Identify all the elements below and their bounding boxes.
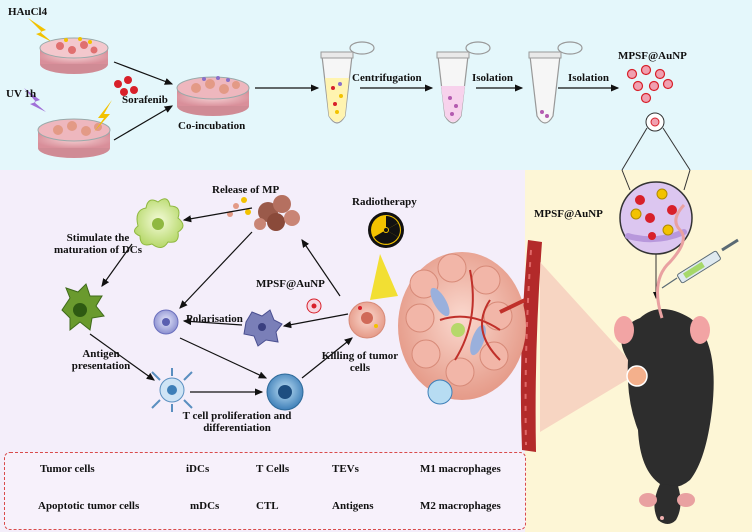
legend-mdc-label: mDCs (190, 500, 220, 512)
tcell-proliferation-label: T cell proliferation and differentiation (182, 410, 292, 434)
haucl4-lightning-icon (28, 18, 52, 42)
killing-label: Killing of tumor cells (321, 350, 399, 374)
mouse-illustration (614, 203, 714, 524)
tube-isolation-2 (528, 41, 583, 124)
synthesis-panel (0, 0, 752, 171)
mpsf-aunp-right-label: MPSF@AuNP (534, 208, 603, 220)
legend-antigen-label: Antigens (332, 500, 374, 512)
radiotherapy-label: Radiotherapy (352, 196, 417, 208)
petri-dish-coincubation (176, 76, 250, 116)
m2-macrophage-cell (243, 309, 283, 347)
mdc-cell (61, 283, 105, 332)
legend-tev-label: TEVs (332, 463, 359, 475)
uv-lightning-icon (24, 88, 46, 112)
legend-idc-label: iDCs (186, 463, 210, 475)
legend-box (4, 452, 526, 530)
sorafenib-lightning-icon (94, 100, 112, 132)
coincubation-label: Co-incubation (178, 120, 246, 132)
antigen-presentation-label: Antigen presentation (71, 348, 131, 372)
apoptotic-tumor-cell-release (227, 195, 300, 231)
haucl4-label: HAuCl4 (8, 6, 48, 18)
uv-label: UV 1h (6, 88, 37, 100)
mpsf-aunp-small-icon (306, 298, 322, 314)
legend-apoptotic-label: Apoptotic tumor cells (38, 500, 140, 512)
tube-centrifugation (320, 41, 375, 124)
legend-tcell-label: T Cells (256, 463, 290, 475)
mpsf-aunp-zoom-source (621, 112, 691, 171)
release-mp-label: Release of MP (212, 184, 280, 196)
mpsf-aunp-particles-icon (626, 64, 674, 104)
sorafenib-label: Sorafenib (122, 94, 168, 106)
petri-dish-uv (37, 118, 111, 158)
tumor-cell-killed (348, 301, 386, 339)
product-label: MPSF@AuNP (618, 50, 687, 62)
tube-isolation-1 (436, 41, 491, 124)
isolation-label-2: Isolation (568, 72, 609, 84)
syringe-icon (661, 238, 739, 289)
stimulate-label: Stimulate the maturation of DCs (54, 232, 142, 256)
tumor-mass (398, 252, 526, 405)
legend-tumor-label: Tumor cells (40, 463, 95, 475)
petri-dish-haucl4 (39, 37, 109, 74)
isolation-label-1: Isolation (472, 72, 513, 84)
ctl-cell (266, 373, 304, 411)
blood-vessel (520, 240, 542, 452)
radiation-beam (370, 254, 398, 300)
sorafenib-molecules-icon (114, 76, 138, 96)
t-cell (151, 368, 193, 412)
polarisation-label: Polarisation (186, 313, 243, 325)
idc-cell (134, 198, 184, 248)
m1-macrophage-cell (153, 309, 179, 335)
legend-ctl-label: CTL (256, 500, 279, 512)
legend-m2-label: M2 macrophages (420, 500, 501, 512)
tumor-zoom-cone (540, 262, 640, 432)
centrifugation-label: Centrifugation (352, 72, 422, 84)
legend-m1-label: M1 macrophages (420, 463, 501, 475)
mpsf-aunp-cycle-label: MPSF@AuNP (256, 278, 325, 290)
radiation-icon (368, 212, 404, 248)
